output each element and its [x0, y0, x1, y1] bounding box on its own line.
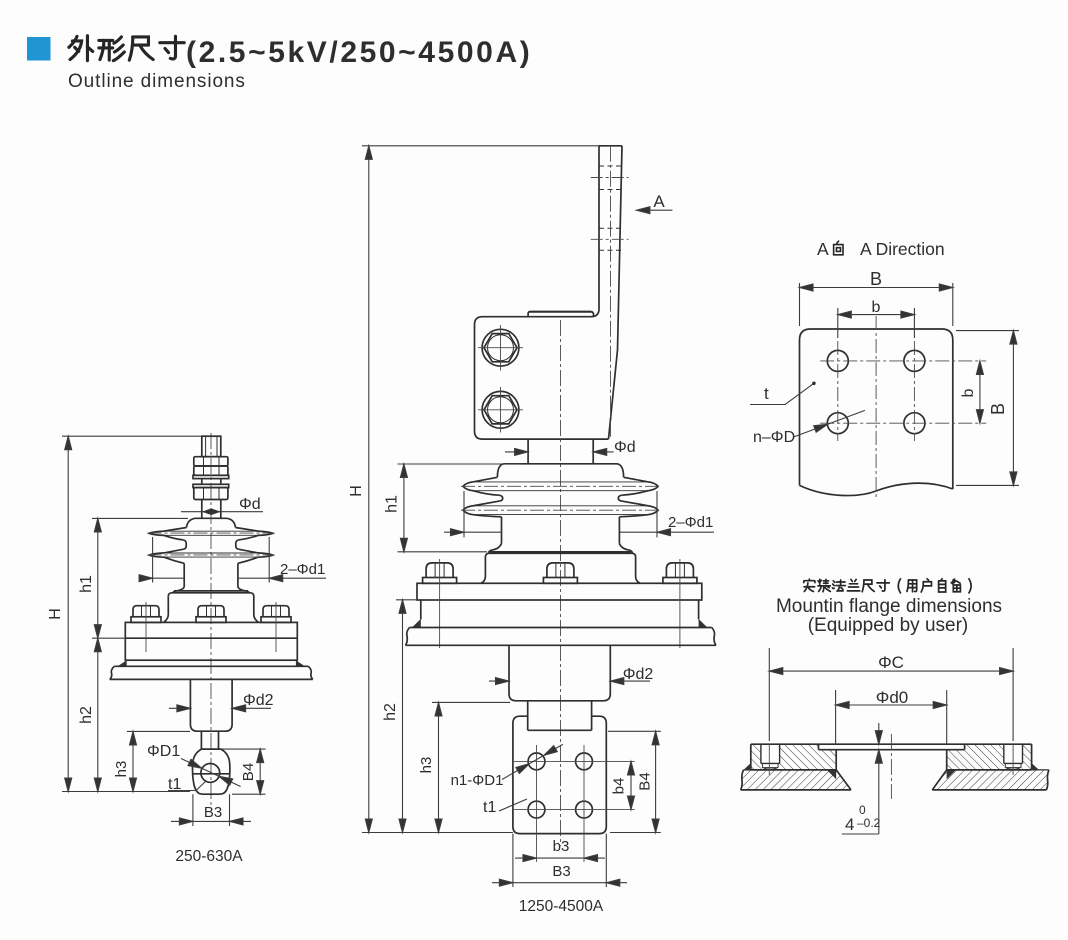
- svg-text:n1-ΦD1: n1-ΦD1: [451, 772, 504, 789]
- svg-text:h2: h2: [78, 706, 95, 724]
- svg-text:H: H: [47, 608, 64, 620]
- svg-text:(2.5~5kV/250~4500A): (2.5~5kV/250~4500A): [186, 36, 532, 69]
- svg-text:t1: t1: [168, 776, 181, 793]
- svg-text:h1: h1: [384, 495, 401, 513]
- svg-text:h3: h3: [418, 757, 435, 774]
- svg-text:Mountin flange dimensions: Mountin flange dimensions: [776, 596, 1002, 617]
- svg-text:2–Φd1: 2–Φd1: [668, 514, 713, 531]
- svg-text:A: A: [817, 239, 829, 259]
- svg-text:4: 4: [845, 815, 854, 834]
- svg-text:B3: B3: [552, 863, 570, 880]
- svg-text:b: b: [872, 299, 881, 316]
- svg-text:0: 0: [859, 803, 866, 817]
- svg-text:ΦC: ΦC: [878, 653, 904, 672]
- svg-text:2–Φd1: 2–Φd1: [280, 561, 325, 578]
- svg-text:1250-4500A: 1250-4500A: [519, 898, 604, 915]
- svg-text:t1: t1: [483, 799, 496, 816]
- svg-text:t: t: [764, 384, 769, 403]
- svg-text:B4: B4: [240, 763, 257, 781]
- svg-text:b: b: [960, 388, 977, 397]
- svg-text:b4: b4: [611, 778, 628, 795]
- svg-text:h1: h1: [78, 575, 95, 593]
- svg-text:Φd: Φd: [239, 496, 261, 513]
- svg-text:Outline dimensions: Outline dimensions: [68, 71, 246, 92]
- svg-text:Φd: Φd: [614, 439, 636, 456]
- svg-text:h3: h3: [113, 761, 130, 778]
- svg-text:A Direction: A Direction: [860, 239, 945, 259]
- svg-text:–0.2: –0.2: [857, 816, 881, 830]
- svg-text:B4: B4: [637, 772, 654, 790]
- svg-text:n–ΦD: n–ΦD: [753, 429, 795, 446]
- svg-text:Φd0: Φd0: [876, 688, 908, 707]
- svg-text:H: H: [348, 485, 365, 497]
- svg-text:b3: b3: [553, 838, 570, 855]
- svg-text:ΦD1: ΦD1: [147, 743, 180, 760]
- svg-text:A: A: [653, 192, 665, 211]
- svg-text:Φd2: Φd2: [243, 692, 274, 709]
- svg-text:h2: h2: [382, 703, 399, 721]
- svg-text:B: B: [988, 403, 1008, 415]
- svg-text:(Equipped by user): (Equipped by user): [808, 615, 969, 636]
- svg-text:B: B: [870, 269, 882, 289]
- svg-text:B3: B3: [204, 804, 222, 821]
- svg-text:Φd2: Φd2: [623, 666, 654, 683]
- svg-text:250-630A: 250-630A: [175, 848, 243, 865]
